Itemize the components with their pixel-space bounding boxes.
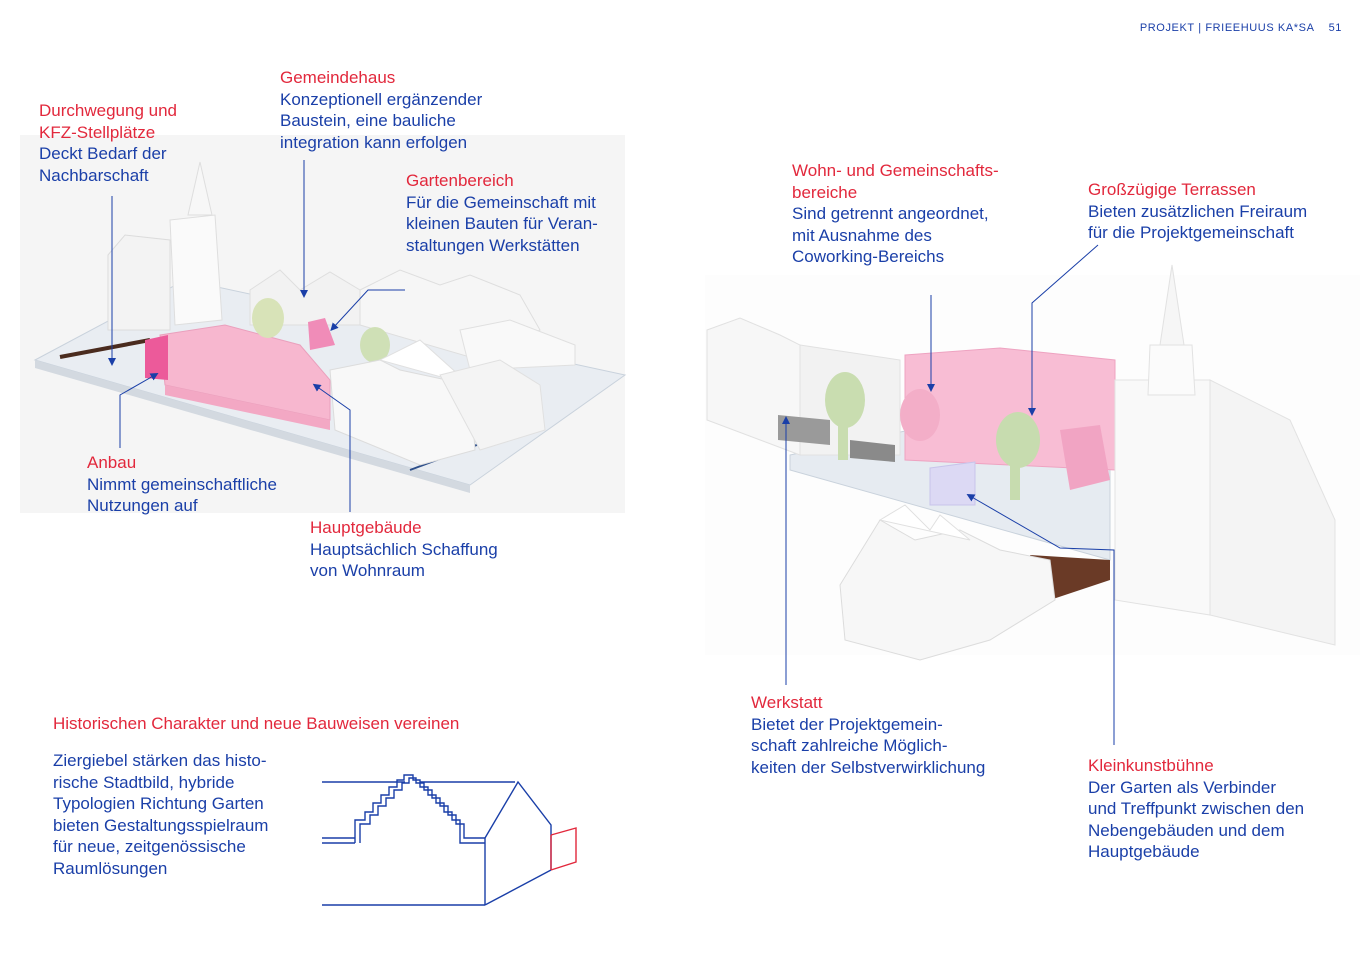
label-gartenbereich-title: Gartenbereich	[406, 171, 514, 190]
label-hauptgebaeude-title: Hauptgebäude	[310, 518, 422, 537]
page-header: PROJEKT | FRIEEHUUS KA*SA 51	[1140, 22, 1342, 34]
label-durchwegung-title: Durchwegung und KFZ-Stellplätze	[39, 101, 177, 142]
label-kleinkunstbuehne: Kleinkunstbühne Der Garten als Verbinder…	[1088, 755, 1304, 863]
label-werkstatt: Werkstatt Bietet der Projektgemein- scha…	[751, 692, 985, 778]
label-gemeindehaus: Gemeindehaus Konzeptionell ergänzender B…	[280, 67, 482, 153]
label-werkstatt-body: Bietet der Projektgemein- schaft zahlrei…	[751, 714, 986, 777]
label-anbau-title: Anbau	[87, 453, 137, 472]
label-gemeindehaus-title: Gemeindehaus	[280, 68, 396, 87]
label-werkstatt-title: Werkstatt	[751, 693, 823, 712]
label-hauptgebaeude-body: Hauptsächlich Schaffung von Wohnraum	[310, 539, 498, 581]
label-durchwegung-body: Deckt Bedarf der Nachbarschaft	[39, 144, 167, 185]
label-wohn-body: Sind getrennt angeordnet, mit Ausnahme d…	[792, 204, 989, 267]
label-kleinkunst-title: Kleinkunstbühne	[1088, 756, 1214, 775]
label-wohn-title: Wohn- und Gemeinschafts- bereiche	[792, 161, 999, 202]
label-kleinkunst-body: Der Garten als Verbinder und Treffpunkt …	[1088, 777, 1305, 862]
label-terrassen: Großzügige Terrassen Bieten zusätzlichen…	[1088, 179, 1307, 244]
label-wohn-gemeinschaft: Wohn- und Gemeinschafts- bereiche Sind g…	[792, 160, 999, 268]
label-terrassen-title: Großzügige Terrassen	[1088, 180, 1256, 199]
header-title: PROJEKT | FRIEEHUUS KA*SA	[1139, 22, 1315, 34]
page-number: 51	[1328, 22, 1342, 34]
label-hauptgebaeude: Hauptgebäude Hauptsächlich Schaffung von…	[310, 517, 498, 582]
label-durchwegung: Durchwegung und KFZ-Stellplätze Deckt Be…	[39, 100, 177, 186]
label-gartenbereich: Gartenbereich Für die Gemeinschaft mit k…	[406, 170, 598, 256]
label-gartenbereich-body: Für die Gemeinschaft mit kleinen Bauten …	[406, 192, 598, 255]
label-anbau-body: Nimmt gemeinschaftliche Nutzungen auf	[87, 474, 277, 516]
section-body: Ziergiebel stärken das histo- rische Sta…	[53, 751, 269, 878]
label-gemeindehaus-body: Konzeptionell ergänzender Baustein, eine…	[280, 89, 483, 152]
label-anbau: Anbau Nimmt gemeinschaftliche Nutzungen …	[87, 452, 277, 517]
section-title: Historischen Charakter und neue Bauweise…	[53, 714, 460, 733]
label-terrassen-body: Bieten zusätzlichen Freiraum für die Pro…	[1088, 201, 1308, 243]
